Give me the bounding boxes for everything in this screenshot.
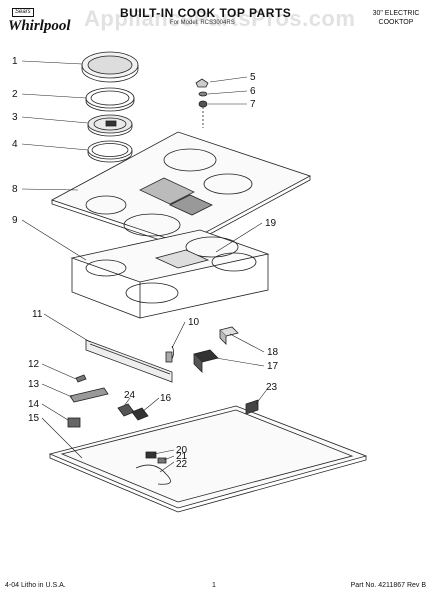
callout-21: 21 [176, 451, 188, 462]
callout-13: 13 [28, 379, 40, 390]
brand-name: Whirlpool [8, 18, 71, 34]
part-18-connector [219, 326, 239, 345]
part-16-relay [131, 407, 149, 421]
callout-5: 5 [250, 72, 256, 83]
callout-11: 11 [32, 309, 43, 320]
callout-15: 15 [28, 413, 40, 424]
product-line-1: 30" ELECTRIC [372, 10, 420, 17]
part-2-ring [85, 87, 135, 112]
part-14-terminal-block [67, 417, 81, 428]
footer-part-number: Part No. 4211867 Rev B [350, 582, 426, 589]
footer-litho: 4-04 Litho in U.S.A. [5, 582, 66, 589]
brand-tag: Sears [12, 8, 34, 17]
part-1-drip-bowl-ring [81, 51, 139, 83]
part-23-hinge [245, 399, 259, 415]
footer-page-number: 1 [212, 582, 216, 589]
leader-lines [21, 60, 269, 473]
part-15-bottom-tray [48, 405, 368, 513]
callout-8: 8 [12, 184, 18, 195]
callout-23: 23 [266, 382, 278, 393]
part-3-element [87, 114, 133, 137]
page-subtitle: For Model: RCS3004RS [170, 20, 235, 26]
callout-3: 3 [12, 112, 18, 123]
part-7-bezel [198, 100, 208, 128]
part-12-clip [75, 374, 87, 383]
callout-2: 2 [12, 89, 18, 100]
part-20-terminal [145, 451, 157, 459]
part-4-ring [87, 140, 133, 163]
product-type: 30" ELECTRIC COOKTOP [365, 9, 427, 27]
part-10-wire-harness [165, 345, 174, 363]
part-5-knob [195, 78, 209, 88]
whirlpool-logo: Sears Whirlpool [8, 8, 88, 38]
part-17-switch [193, 349, 219, 373]
callout-19: 19 [265, 218, 277, 229]
part-13-bracket [69, 387, 109, 403]
product-line-2: COOKTOP [378, 19, 414, 26]
callout-14: 14 [28, 399, 40, 410]
callout-7: 7 [250, 99, 256, 110]
callout-17: 17 [267, 361, 279, 372]
part-8-glass-cooktop [50, 131, 312, 249]
callout-24: 24 [124, 390, 136, 401]
callout-18: 18 [267, 347, 279, 358]
part-6-spring [198, 91, 208, 97]
callout-12: 12 [28, 359, 40, 370]
part-24-relay [117, 403, 135, 417]
part-21-connector [157, 457, 167, 464]
callout-22: 22 [176, 459, 188, 470]
callout-16: 16 [160, 393, 172, 404]
callout-6: 6 [250, 86, 256, 97]
page-title: BUILT-IN COOK TOP PARTS [120, 6, 292, 20]
part-22-wire [135, 464, 171, 485]
callout-10: 10 [188, 317, 200, 328]
part-11-bracket [85, 339, 173, 383]
watermark: AppliancePartsPros.com [84, 6, 356, 31]
callout-4: 4 [12, 139, 18, 150]
callout-20: 20 [176, 445, 188, 456]
callout-1: 1 [12, 56, 18, 67]
part-9-cooktop-body [70, 229, 270, 319]
callout-9: 9 [12, 215, 18, 226]
